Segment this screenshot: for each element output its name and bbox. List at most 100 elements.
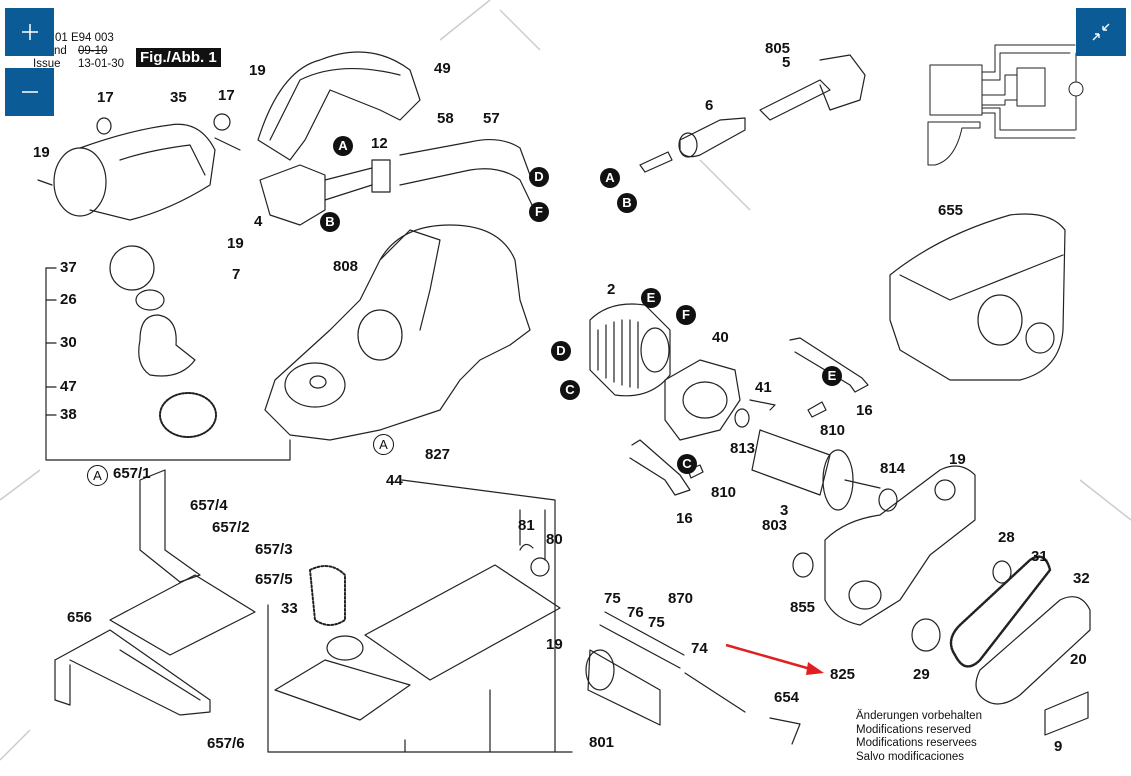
- part-pulley-28: [992, 560, 1012, 584]
- label-30: 30: [60, 334, 77, 351]
- label-810: 810: [711, 484, 737, 501]
- part-belt-cover-825: [824, 465, 976, 626]
- connector-a: A: [333, 136, 353, 156]
- label-74: 74: [691, 640, 708, 657]
- part-screw-19a: [37, 179, 53, 186]
- note-line-de: Änderungen vorbehalten: [856, 710, 982, 722]
- part-brush-holder-16a: [789, 337, 869, 393]
- part-blades-75-76: [599, 611, 685, 669]
- red-arrow-annotation: [725, 643, 824, 675]
- label-19: 19: [249, 62, 266, 79]
- label-76: 76: [627, 604, 644, 621]
- label-26: 26: [60, 291, 77, 308]
- connector-a: A: [600, 168, 620, 188]
- label-654: 654: [774, 689, 800, 706]
- part-label-9: [1044, 691, 1089, 736]
- part-bracket-657-4: [139, 469, 201, 583]
- part-drum: [587, 649, 661, 726]
- part-fan-guard-40: [664, 359, 741, 441]
- wire-57: [399, 168, 533, 206]
- note-line-en: Modifications reserved: [856, 723, 972, 736]
- label-7: 7: [232, 266, 241, 283]
- issue-label: Issue: [33, 58, 61, 70]
- part-rear-plate: [364, 564, 561, 681]
- label-657-3: 657/3: [255, 541, 293, 558]
- label-29: 29: [913, 666, 930, 683]
- part-bracket-41: [749, 399, 776, 411]
- part-cord-sleeve-6: [679, 117, 746, 158]
- label-3: 3: [780, 502, 789, 519]
- label-656: 656: [67, 609, 93, 626]
- part-bearing-813: [734, 408, 750, 428]
- label-4: 4: [254, 213, 263, 230]
- part-planer-housing: [264, 224, 531, 441]
- part-depth-adjuster-30: [138, 314, 196, 377]
- part-drive-74: [684, 672, 746, 713]
- label-16: 16: [856, 402, 873, 419]
- bracket-bottom: [267, 604, 573, 753]
- label-75: 75: [648, 614, 665, 631]
- label-870: 870: [668, 590, 694, 607]
- label-19: 19: [33, 144, 50, 161]
- label-6: 6: [705, 97, 714, 114]
- part-ring-26: [135, 289, 165, 311]
- part-wrench-654: [769, 717, 801, 745]
- connector-a-outline: A: [87, 465, 108, 486]
- bracket-left: [45, 267, 291, 461]
- label-17: 17: [97, 89, 114, 106]
- label-20: 20: [1070, 651, 1087, 668]
- connector-f: F: [676, 305, 696, 325]
- label-16: 16: [676, 510, 693, 527]
- plus-icon: [21, 24, 38, 40]
- stand-value: 09-10: [78, 45, 108, 57]
- label-827: 827: [425, 446, 451, 463]
- part-stator-2: [589, 303, 671, 397]
- part-brush-holder-16b: [629, 439, 691, 496]
- label-38: 38: [60, 406, 77, 423]
- part-spring-33: [309, 565, 346, 626]
- part-switch-12: [259, 159, 391, 226]
- zoom-out-button[interactable]: [5, 68, 54, 116]
- label-803: 803: [762, 517, 788, 534]
- label-2: 2: [607, 281, 616, 298]
- label-47: 47: [60, 378, 77, 395]
- label-855: 855: [790, 599, 816, 616]
- label-805: 805: [765, 40, 791, 57]
- part-dust-bag-655: [889, 213, 1066, 381]
- part-belt-31: [949, 555, 1052, 668]
- label-58: 58: [437, 110, 454, 127]
- label-28: 28: [998, 529, 1015, 546]
- label-81: 81: [518, 517, 535, 534]
- connector-d: D: [529, 167, 549, 187]
- stand-label: nd: [54, 45, 67, 57]
- label-657-6: 657/6: [207, 735, 245, 752]
- part-spring-81: [519, 543, 534, 551]
- connector-f: F: [529, 202, 549, 222]
- label-808: 808: [333, 258, 359, 275]
- part-knob-17a: [96, 117, 112, 135]
- part-dust-chute-35: [53, 123, 241, 221]
- label-19: 19: [227, 235, 244, 252]
- minus-icon: [21, 91, 38, 93]
- label-5: 5: [782, 54, 791, 71]
- label-75: 75: [604, 590, 621, 607]
- label-41: 41: [755, 379, 772, 396]
- label-32: 32: [1073, 570, 1090, 587]
- label-17: 17: [218, 87, 235, 104]
- label-44: 44: [386, 472, 403, 489]
- label-19: 19: [546, 636, 563, 653]
- label-57: 57: [483, 110, 500, 127]
- label-657-5: 657/5: [255, 571, 293, 588]
- label-801: 801: [589, 734, 615, 751]
- label-37: 37: [60, 259, 77, 276]
- part-fence-656: [54, 629, 211, 716]
- fullscreen-toggle-button[interactable]: [1076, 8, 1126, 56]
- label-657-4: 657/4: [190, 497, 228, 514]
- connector-c: C: [560, 380, 580, 400]
- part-knob-37: [109, 245, 155, 291]
- connector-b: B: [320, 212, 340, 232]
- part-armature-3: [751, 429, 881, 511]
- zoom-in-button[interactable]: [5, 8, 54, 56]
